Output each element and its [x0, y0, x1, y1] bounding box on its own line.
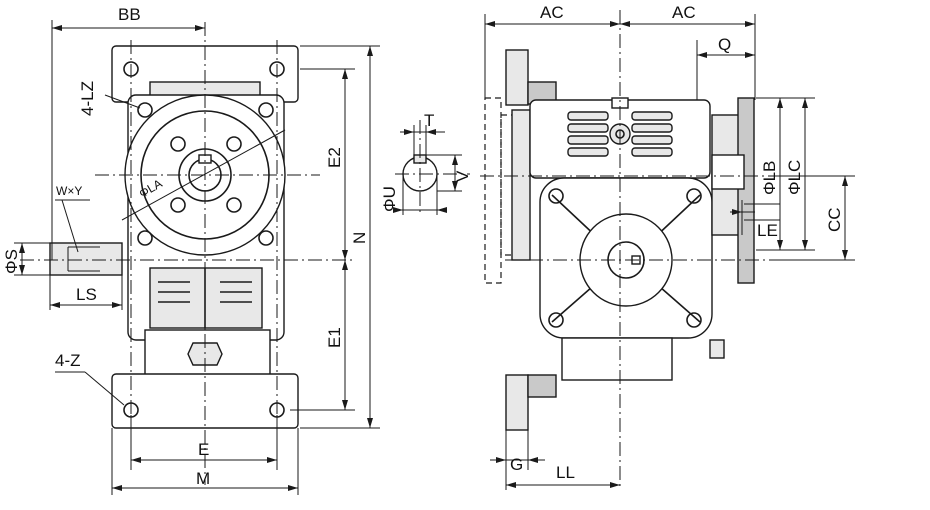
label-ls: LS [76, 285, 97, 304]
label-v: V [453, 170, 472, 182]
label-le: LE [757, 221, 778, 240]
bore-detail [393, 120, 470, 215]
label-g: G [510, 455, 523, 474]
label-q: Q [718, 35, 731, 54]
flange-bolt-hole [137, 230, 153, 246]
label-phi-u: ΦU [380, 186, 399, 212]
label-e1: E1 [325, 327, 344, 348]
flange-bolt-hole [258, 230, 274, 246]
front-view [20, 22, 355, 485]
label-wxy: W×Y [56, 184, 82, 198]
front-view-dimensions [14, 20, 380, 495]
label-phi-lb: ΦLB [760, 161, 779, 195]
label-cc: CC [825, 207, 844, 232]
label-t: T [424, 111, 434, 130]
label-e: E [198, 440, 209, 459]
label-phi-s: ΦS [2, 249, 21, 274]
label-m: M [196, 469, 210, 488]
label-bb: BB [118, 5, 141, 24]
flange-bolt-hole [137, 102, 153, 118]
label-4-z: 4-Z [55, 351, 81, 370]
label-ac-left: AC [540, 3, 564, 22]
input-shaft [49, 242, 123, 276]
label-e2: E2 [325, 147, 344, 168]
side-view [480, 10, 780, 490]
flange-bolt-hole [258, 102, 274, 118]
label-4-lz: 4-LZ [78, 81, 97, 116]
side-view-dimensions [484, 14, 855, 490]
label-ac-right: AC [672, 3, 696, 22]
label-ll: LL [556, 463, 575, 482]
label-phi-lc: ΦLC [785, 160, 804, 195]
cooling-fins [149, 267, 263, 329]
side-fins [567, 111, 673, 157]
label-n: N [350, 232, 369, 244]
